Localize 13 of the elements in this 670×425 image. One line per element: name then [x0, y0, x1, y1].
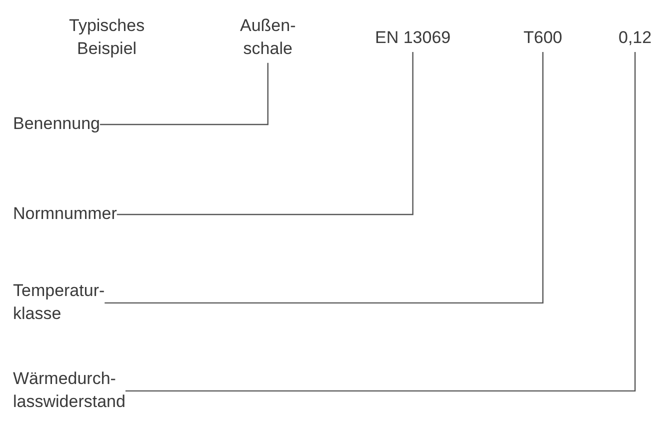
leader-line: [100, 62, 268, 126]
leader-line: [125, 52, 636, 392]
designation-term: Benennung: [13, 113, 100, 136]
designation-term: Normnummer: [13, 203, 117, 226]
leader-line: [104, 52, 544, 304]
example-value: EN 13069: [375, 27, 451, 50]
example-value: Außen- schale: [240, 15, 296, 61]
designation-term: Temperatur- klasse: [13, 280, 105, 326]
designation-term: Wärmedurch- lasswiderstand: [13, 368, 126, 414]
example-value: T600: [524, 27, 562, 50]
example-heading: Typisches Beispiel: [69, 15, 145, 60]
example-value: 0,12: [618, 27, 652, 50]
leader-line: [116, 52, 414, 216]
